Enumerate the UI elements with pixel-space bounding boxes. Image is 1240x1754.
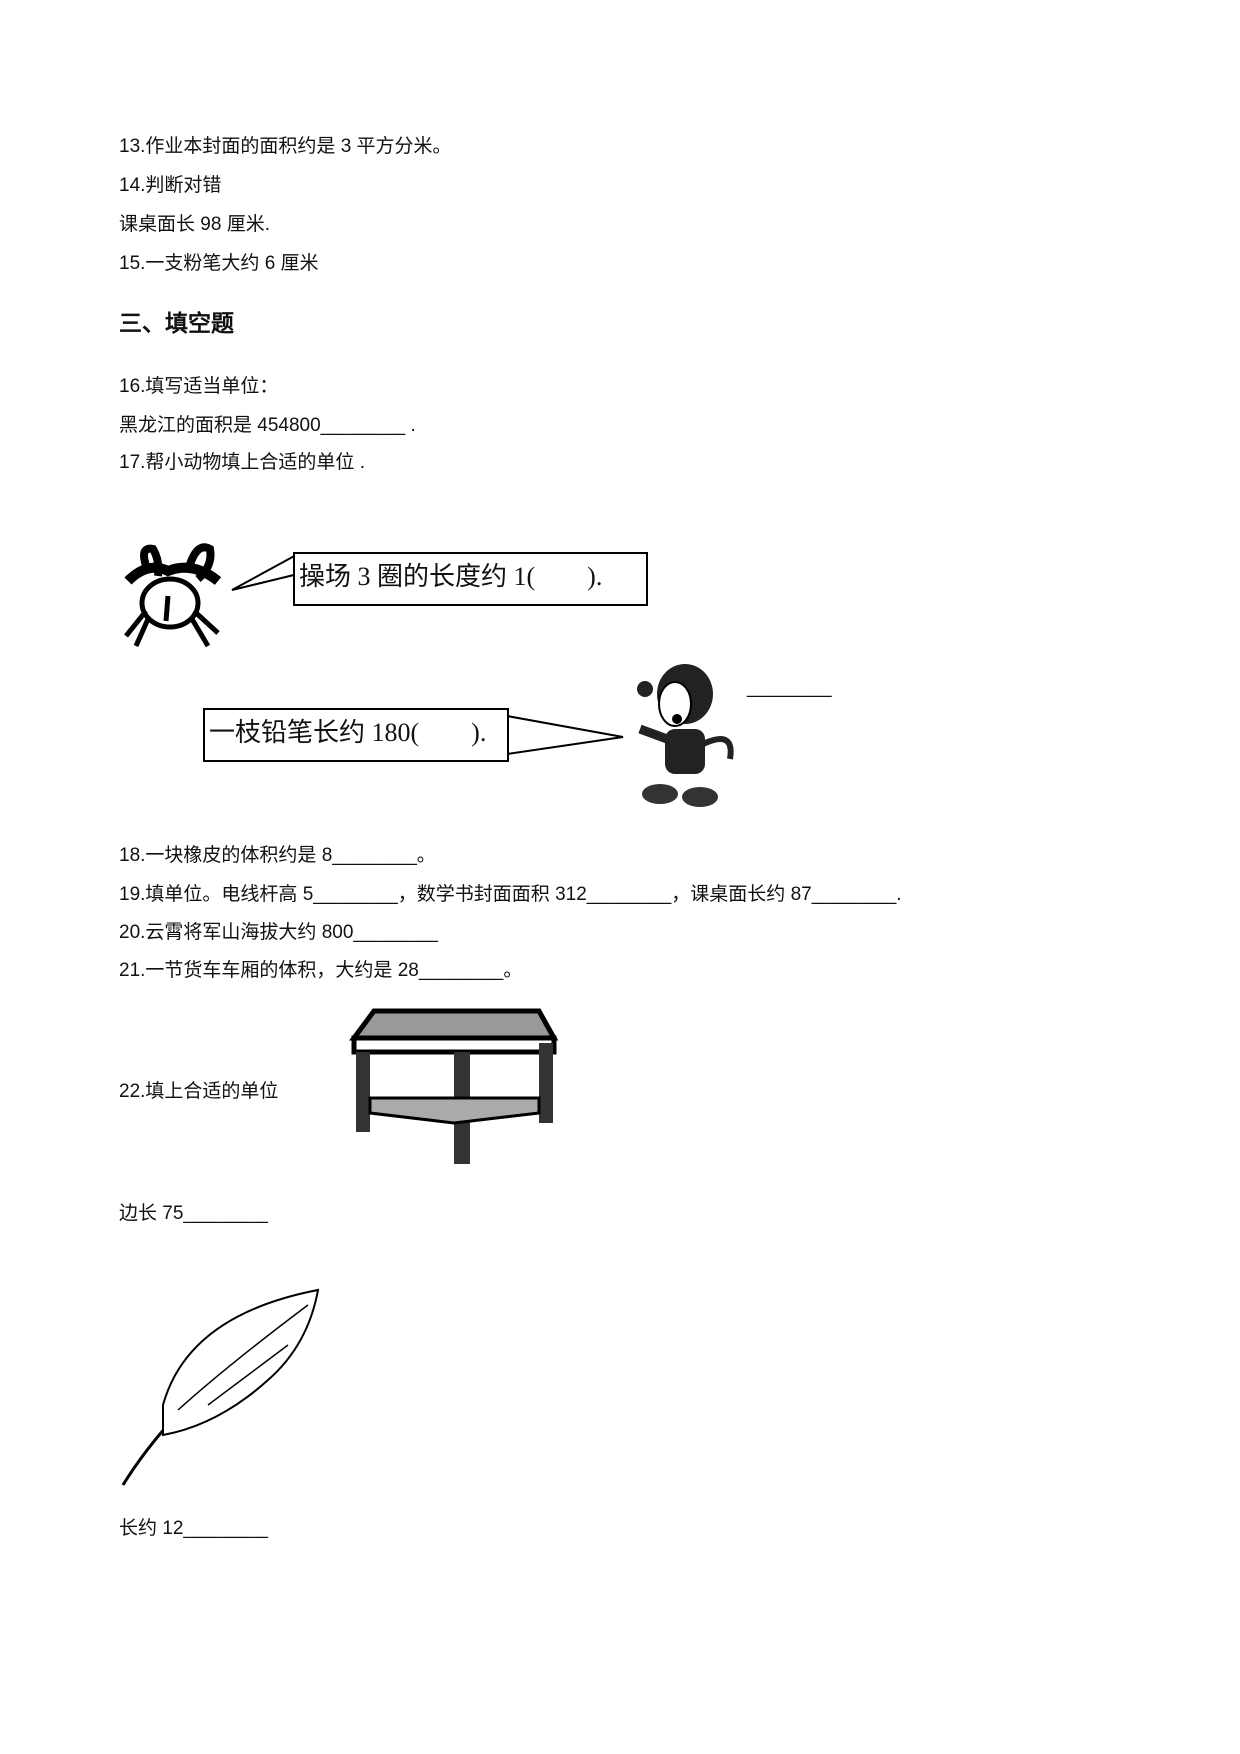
- question-19: 19.填单位。电线杆高 5________，数学书封面面积 312_______…: [119, 884, 902, 905]
- question-21: 21.一节货车车厢的体积，大约是 28________。: [119, 960, 523, 981]
- feather-image: [121, 1288, 320, 1486]
- question-14-statement: 课桌面长 98 厘米.: [119, 214, 270, 235]
- question-17: 17.帮小动物填上合适的单位 .: [119, 452, 365, 473]
- monkey-answer-blank: ________: [747, 677, 832, 698]
- speech-tail: [506, 715, 624, 755]
- crab-speech-bubble: 操场 3 圈的长度约 1( ).: [293, 552, 648, 606]
- question-16-statement: 黑龙江的面积是 454800________ .: [119, 415, 416, 436]
- section-heading: 三、填空题: [119, 310, 234, 336]
- question-13: 13.作业本封面的面积约是 3 平方分米。: [119, 136, 452, 157]
- question-22-answer-a: 边长 75________: [119, 1203, 268, 1224]
- monkey-speech-bubble: 一枝铅笔长约 180( ).: [203, 708, 509, 762]
- question-22: 22.填上合适的单位: [119, 1081, 279, 1102]
- question-16: 16.填写适当单位：: [119, 376, 279, 397]
- question-18: 18.一块橡皮的体积约是 8________。: [119, 845, 436, 866]
- crab-image: [124, 543, 222, 648]
- question-14: 14.判断对错: [119, 175, 222, 196]
- table-image: [349, 1008, 559, 1164]
- monkey-image: [637, 664, 734, 807]
- question-22-answer-b: 长约 12________: [119, 1518, 268, 1539]
- question-20: 20.云霄将军山海拔大约 800________: [119, 922, 438, 943]
- question-15: 15.一支粉笔大约 6 厘米: [119, 253, 319, 274]
- speech-tail: [231, 553, 299, 591]
